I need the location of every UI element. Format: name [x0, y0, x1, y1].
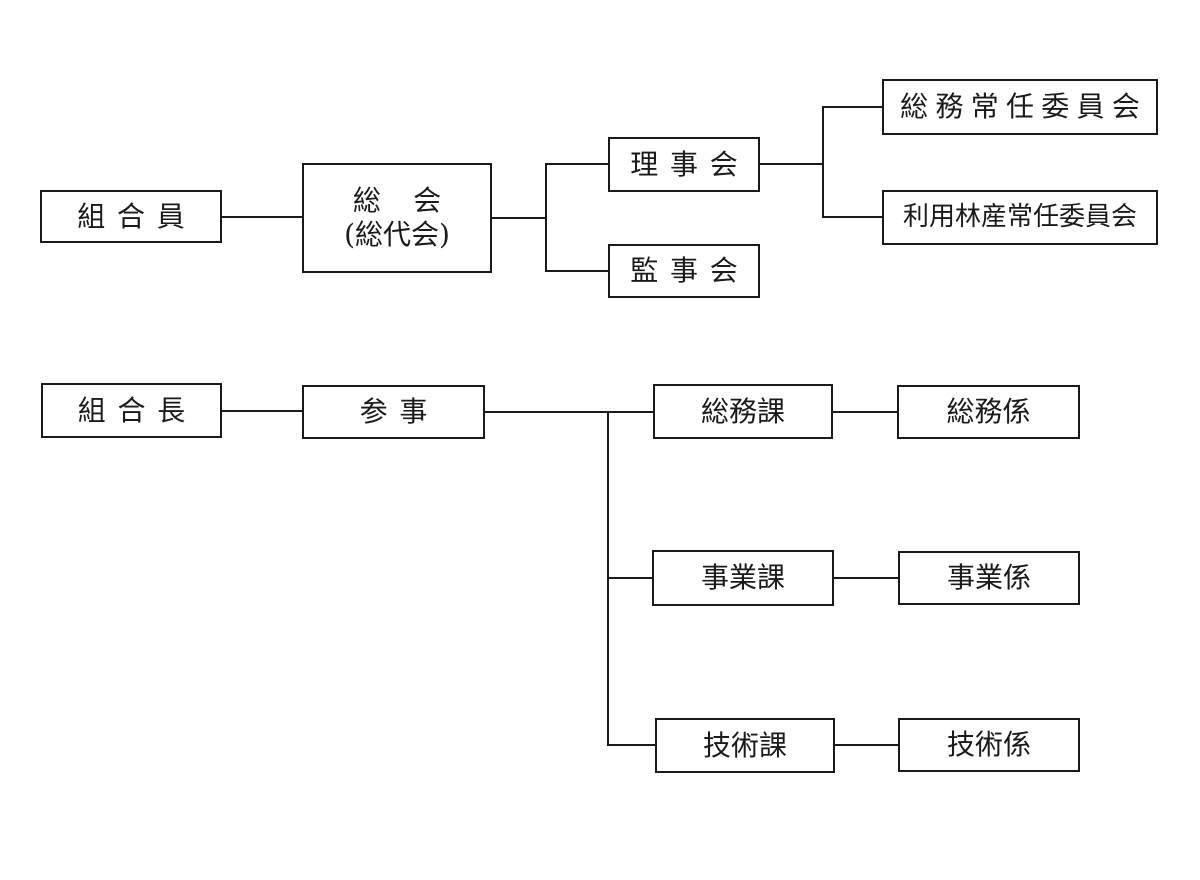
node-label: 参事 [359, 395, 440, 429]
connector-general-affairs-subsection [833, 411, 897, 413]
connector-to-business-section [607, 577, 652, 579]
node-label: 総務課 [700, 394, 785, 428]
node-label-line2: (総代会) [344, 218, 450, 251]
connector-member-meeting [222, 216, 302, 218]
connector-director-to-sections [485, 411, 653, 413]
node-business-subsection: 事業係 [898, 551, 1080, 605]
node-general-meeting: 総会 (総代会) [302, 163, 492, 273]
node-chief-director: 参事 [302, 385, 485, 439]
node-label: 理事会 [630, 147, 750, 181]
connector-to-board [545, 163, 608, 165]
connector-to-forest-products-committee [822, 216, 882, 218]
node-general-affairs-subsection: 総務係 [897, 385, 1080, 439]
connector-president-director [222, 410, 302, 412]
node-technical-subsection: 技術係 [898, 718, 1080, 772]
node-label: 監事会 [630, 254, 750, 288]
node-technical-section: 技術課 [655, 718, 835, 773]
node-label: 総務常任委員会 [900, 90, 1148, 124]
node-label: 組合員 [77, 199, 197, 233]
node-forest-products-standing-committee: 利用林産常任委員会 [882, 190, 1158, 245]
node-label: 総務係 [946, 395, 1031, 429]
node-label: 技術課 [702, 728, 787, 762]
node-board-of-auditors: 監事会 [608, 244, 760, 298]
connector-technical-subsection [835, 744, 898, 746]
connector-to-general-affairs-committee [822, 106, 882, 108]
node-union-president: 組合長 [41, 383, 222, 438]
node-general-affairs-standing-committee: 総務常任委員会 [882, 79, 1158, 135]
node-label: 事業係 [946, 561, 1031, 595]
connector-meeting-branch-vertical [545, 163, 547, 272]
connector-business-subsection [834, 577, 898, 579]
node-label-line1: 総会 [352, 184, 474, 218]
node-label: 利用林産常任委員会 [902, 201, 1137, 232]
connector-meeting-stub [492, 217, 547, 219]
connector-board-stub [760, 163, 824, 165]
node-union-member: 組合員 [40, 190, 222, 243]
connector-to-auditors [545, 270, 608, 272]
node-label: 技術係 [946, 728, 1031, 762]
node-label: 事業課 [700, 561, 785, 595]
connector-board-branch-vertical [822, 106, 824, 218]
node-business-section: 事業課 [652, 550, 834, 606]
connector-to-technical-section [607, 744, 655, 746]
node-general-affairs-section: 総務課 [653, 384, 833, 439]
node-label: 組合長 [77, 393, 198, 427]
node-board-of-directors: 理事会 [608, 137, 760, 192]
